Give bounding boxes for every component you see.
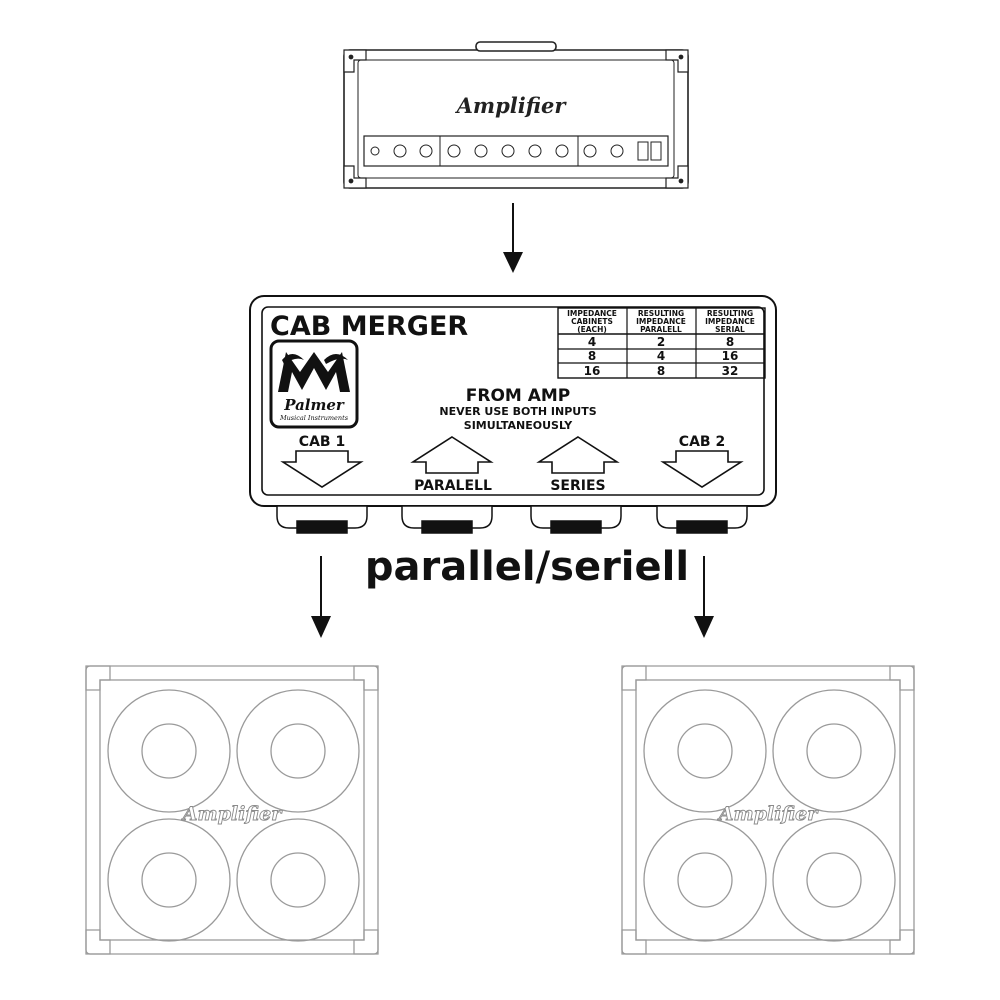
table-header-line: PARALELL xyxy=(640,325,682,334)
table-header-line: CABINETS xyxy=(571,317,613,326)
output-arrow-icon xyxy=(660,450,744,488)
input-arrow-icon xyxy=(410,436,494,474)
control-panel xyxy=(363,135,669,167)
mode-caption: parallel/seriell xyxy=(365,544,689,590)
merger-title: CAB MERGER xyxy=(270,311,468,342)
table-cell: 32 xyxy=(722,364,739,378)
speaker-cone-icon xyxy=(643,689,896,942)
signal-arrow-down xyxy=(311,556,331,638)
table-cell: 8 xyxy=(657,364,665,378)
table-header-line: IMPEDANCE xyxy=(636,317,686,326)
table-header-line: SERIAL xyxy=(715,325,745,334)
corner-protector-icon xyxy=(85,665,379,955)
palmer-logo: Palmer Musical Instruments xyxy=(269,339,359,429)
table-header-line: IMPEDANCE xyxy=(705,317,755,326)
cabinet-brand-logo: Amplifier xyxy=(181,803,283,825)
palmer-brand: Palmer xyxy=(283,396,345,414)
speaker-cone-icon xyxy=(107,689,360,942)
output-arrow-icon xyxy=(280,450,364,488)
speaker-cabinet-left: Amplifier xyxy=(85,665,379,955)
table-header-line: RESULTING xyxy=(707,309,753,318)
amplifier-head: Amplifier xyxy=(343,41,689,189)
amp-brand-logo: Amplifier xyxy=(455,93,568,118)
from-amp-label: FROM AMP xyxy=(466,386,571,406)
cabinet-brand-logo: Amplifier xyxy=(717,803,819,825)
input-arrow-icon xyxy=(536,436,620,474)
table-cell: 8 xyxy=(726,335,734,349)
warning-text: NEVER USE BOTH INPUTS xyxy=(439,405,596,418)
warning-text: SIMULTANEOUSLY xyxy=(464,419,573,432)
corner-protector-icon xyxy=(621,665,915,955)
signal-arrow-down xyxy=(503,203,523,273)
table-cell: 8 xyxy=(588,349,596,363)
table-header-line: (EACH) xyxy=(577,325,607,334)
input-jack-icon xyxy=(370,146,380,156)
palmer-tagline: Musical Instruments xyxy=(279,414,349,422)
corner-protector-icon xyxy=(343,49,689,189)
table-cell: 2 xyxy=(657,335,665,349)
power-switch-icon xyxy=(637,141,662,161)
table-cell: 4 xyxy=(657,349,665,363)
table-cell: 16 xyxy=(722,349,739,363)
palm-tree-icon xyxy=(278,352,350,392)
handle-icon xyxy=(475,41,557,52)
table-header-line: IMPEDANCE xyxy=(567,309,617,318)
paralell-input-label: PARALELL xyxy=(414,478,492,494)
cab1-label: CAB 1 xyxy=(299,434,345,450)
knob-icon xyxy=(393,144,624,158)
cab-merger-box: CAB MERGER IMPEDANCE CABINETS (EACH) RES… xyxy=(249,295,777,534)
table-cell: 4 xyxy=(588,335,596,349)
series-input-label: SERIES xyxy=(550,478,605,494)
impedance-table: IMPEDANCE CABINETS (EACH) RESULTING IMPE… xyxy=(557,307,766,379)
speaker-cabinet-right: Amplifier xyxy=(621,665,915,955)
table-cell: 16 xyxy=(584,364,601,378)
signal-arrow-down xyxy=(694,556,714,638)
jack-socket-icon xyxy=(276,505,748,534)
cab2-label: CAB 2 xyxy=(679,434,725,450)
table-header-line: RESULTING xyxy=(638,309,684,318)
